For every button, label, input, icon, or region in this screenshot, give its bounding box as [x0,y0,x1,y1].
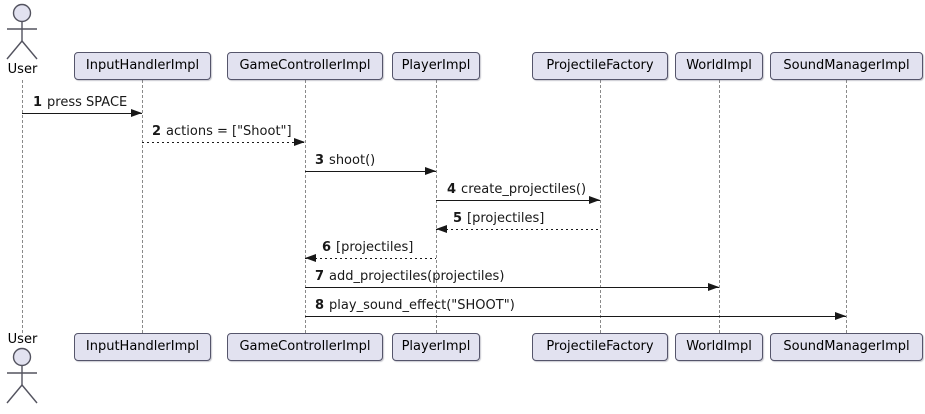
message-5-label: 5 [projectiles] [453,211,544,226]
message-4-text: create_projectiles() [461,182,587,197]
lifeline-user [22,80,23,333]
message-8-text: play_sound_effect("SHOOT") [329,298,515,313]
message-6-line [305,258,436,259]
message-7-label: 7 add_projectiles(projectiles) [315,269,504,284]
message-1-line [22,113,142,114]
message-6-text: [projectiles] [336,240,414,255]
message-7-number: 7 [315,269,325,284]
participant-gamecontrollerimpl-bottom: GameControllerImpl [227,333,383,361]
message-4-line [436,200,600,201]
actor-user-icon-bottom [6,347,38,404]
participant-inputhandlerimpl-bottom: InputHandlerImpl [74,333,211,361]
lifeline-worldimpl [719,80,720,333]
participant-inputhandlerimpl-top: InputHandlerImpl [74,52,211,80]
participant-worldimpl-bottom: WorldImpl [675,333,763,361]
message-2-arrowhead [294,138,305,146]
message-6-arrowhead [305,254,316,262]
message-8-arrowhead [835,312,846,320]
lifeline-projectilefactory [600,80,601,333]
lifeline-inputhandlerimpl [142,80,143,333]
participant-playerimpl-bottom: PlayerImpl [392,333,480,361]
message-6-label: 6 [projectiles] [322,240,413,255]
message-6-number: 6 [322,240,332,255]
message-5-text: [projectiles] [467,211,545,226]
lifeline-gamecontrollerimpl [305,80,306,333]
participant-soundmanagerimpl-top: SoundManagerImpl [770,52,923,80]
message-2-number: 2 [152,124,162,139]
message-7-line [305,287,719,288]
message-3-arrowhead [425,167,436,175]
participant-gamecontrollerimpl-top: GameControllerImpl [227,52,383,80]
participant-soundmanagerimpl-bottom: SoundManagerImpl [770,333,923,361]
participant-worldimpl-top: WorldImpl [675,52,763,80]
message-3-line [305,171,436,172]
lifeline-playerimpl [436,80,437,333]
message-5-arrowhead [436,225,447,233]
lifeline-soundmanagerimpl [846,80,847,333]
message-8-label: 8 play_sound_effect("SHOOT") [315,298,515,313]
message-2-label: 2 actions = ["Shoot"] [152,124,292,139]
message-1-text: press SPACE [47,95,128,110]
message-8-number: 8 [315,298,325,313]
participant-projectilefactory-top: ProjectileFactory [532,52,668,80]
message-5-number: 5 [453,211,463,226]
message-1-label: 1 press SPACE [33,95,127,110]
actor-user-icon-top [6,3,38,60]
message-1-number: 1 [33,95,43,110]
participant-projectilefactory-bottom: ProjectileFactory [532,333,668,361]
message-3-number: 3 [315,153,325,168]
message-2-line [142,142,305,143]
message-5-line [436,229,600,230]
actor-user-label-top: User [7,62,38,77]
message-2-text: actions = ["Shoot"] [166,124,292,139]
message-7-arrowhead [708,283,719,291]
message-7-text: add_projectiles(projectiles) [329,269,505,284]
message-3-label: 3 shoot() [315,153,375,168]
participant-playerimpl-top: PlayerImpl [392,52,480,80]
message-4-number: 4 [447,182,457,197]
message-4-arrowhead [589,196,600,204]
message-4-label: 4 create_projectiles() [447,182,586,197]
message-3-text: shoot() [329,153,376,168]
message-1-arrowhead [131,109,142,117]
message-8-line [305,316,846,317]
actor-user-label-bottom: User [7,332,38,347]
